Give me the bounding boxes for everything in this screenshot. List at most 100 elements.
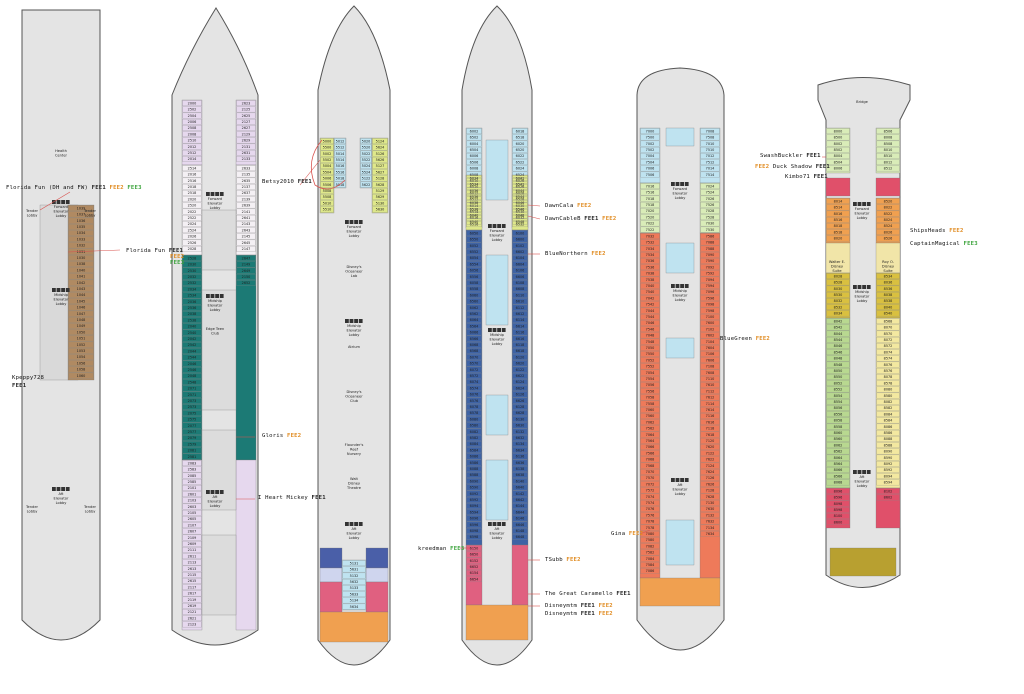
cabin-cell	[466, 255, 482, 261]
room-label: Lab	[351, 274, 358, 278]
cabin-number: 7114	[706, 402, 715, 406]
cabin-number: 2022	[188, 210, 197, 214]
cabin-number: 5520	[362, 146, 371, 150]
cabin-cell	[700, 313, 720, 320]
deck3-zone	[319, 547, 343, 569]
deck4-zone	[485, 139, 509, 201]
cabin-number: 6558	[470, 287, 479, 291]
cabin-number: 6060	[470, 293, 479, 297]
cabin-number: 7582	[646, 551, 655, 555]
cabin-number: 8504	[834, 160, 843, 164]
cabin-cell	[466, 465, 482, 472]
cabin-number: 7056	[646, 383, 655, 387]
cabin-number: 7042	[646, 296, 655, 300]
cabin-number: 7078	[646, 520, 655, 524]
fee-badge-3: FEE3	[963, 241, 978, 247]
cabin-number: 6538	[470, 207, 479, 211]
deck6-zone	[875, 242, 901, 274]
cabin-cell	[182, 391, 202, 398]
deck6-zone	[825, 127, 851, 174]
cabin-cell	[640, 382, 660, 388]
cabin-cell	[236, 227, 256, 234]
cabin-cell	[876, 223, 900, 229]
annotation-name: BlueGreen	[720, 336, 753, 342]
cabin-cell	[640, 313, 660, 320]
cabin-cell	[466, 171, 482, 178]
room-label: Theatre	[346, 486, 362, 490]
cabin-cell	[876, 355, 900, 362]
cabin-cell	[68, 273, 94, 280]
cabin-number: 8066	[834, 468, 843, 472]
elevator-icon	[853, 470, 857, 474]
cabin-number: 7018	[646, 197, 655, 201]
cabin-number: 2150	[242, 275, 251, 279]
cabin-number: 6046	[516, 201, 525, 205]
cabin-number: 1058	[77, 368, 86, 372]
cabin-cell	[182, 298, 202, 305]
cabin-cell	[320, 156, 334, 163]
cabin-number: 7134	[706, 526, 715, 530]
elevator-icon	[866, 285, 871, 289]
cabin-number: 8090	[884, 450, 893, 454]
cabin-cell	[466, 273, 482, 280]
cabin-number: 6038	[470, 201, 479, 205]
cabin-cell	[700, 195, 720, 202]
cabin-number: 6610	[516, 300, 525, 304]
room-label: Suite	[883, 269, 893, 273]
cabin-cell	[68, 323, 94, 329]
cabin-cell	[466, 422, 482, 429]
cabin-cell	[182, 466, 202, 473]
annotation-name: TSubb	[545, 557, 563, 563]
cabin-number: 7618	[706, 433, 715, 437]
cabin-number: 2583	[188, 468, 197, 472]
cabin-cell	[640, 437, 660, 444]
cabin-number: 2512	[188, 151, 197, 155]
annotation-captainmagical: CaptainMagical FEE3	[910, 241, 978, 247]
cabin-number: 2536	[188, 306, 197, 310]
cabin-number: 8026	[884, 230, 893, 234]
room-label: Forward	[54, 205, 68, 209]
room-label: Lobby	[210, 206, 222, 210]
cabin-number: 2611	[188, 554, 197, 558]
cabin-cell	[466, 391, 482, 398]
cabin-number: 8070	[884, 326, 893, 330]
cabin-number: 6556	[470, 275, 479, 279]
cabin-cell	[512, 317, 528, 323]
cabin-cell	[236, 196, 256, 203]
cabin-number: 8016	[834, 212, 843, 216]
fee-badge-2: FEE2	[598, 611, 613, 617]
elevator-icon	[65, 200, 70, 204]
cabin-number: 5022	[362, 152, 371, 156]
cabin-cell	[182, 460, 202, 467]
cabin-number: 8570	[884, 332, 893, 336]
fee-badge-3: FEE3	[450, 546, 465, 552]
room-label: Lobby	[210, 504, 222, 508]
cabin-number: 8592	[884, 468, 893, 472]
cabin-number: 2073	[188, 399, 197, 403]
annotation-gloris: Gloris FEE2	[262, 433, 301, 439]
cabin-cell	[466, 323, 482, 330]
cabin-number: 6136	[516, 455, 525, 459]
cabin-number: 5506	[323, 183, 332, 187]
cabin-cell	[182, 410, 202, 417]
cabin-cell	[182, 280, 202, 286]
cabin-cell	[826, 324, 850, 331]
cabin-number: 8030	[834, 287, 843, 291]
cabin-cell	[700, 208, 720, 214]
cabin-number: 7102	[706, 327, 715, 331]
cabin-number: 8102	[884, 489, 893, 493]
cabin-number: 5000	[323, 139, 332, 143]
cabin-cell	[334, 144, 346, 151]
cabin-cell	[640, 369, 660, 376]
cabin-cell	[700, 338, 720, 345]
cabin-number: 7036	[646, 259, 655, 263]
cabin-cell	[68, 316, 94, 323]
cabin-cell	[68, 211, 94, 218]
cabin-cell	[512, 509, 528, 516]
cabin-cell	[700, 128, 720, 135]
cabin-cell	[512, 348, 528, 354]
cabin-cell	[700, 332, 720, 339]
cabin-number: 7022	[646, 222, 655, 226]
cabin-cell	[640, 140, 660, 147]
room-label: Walter E.	[829, 260, 845, 264]
